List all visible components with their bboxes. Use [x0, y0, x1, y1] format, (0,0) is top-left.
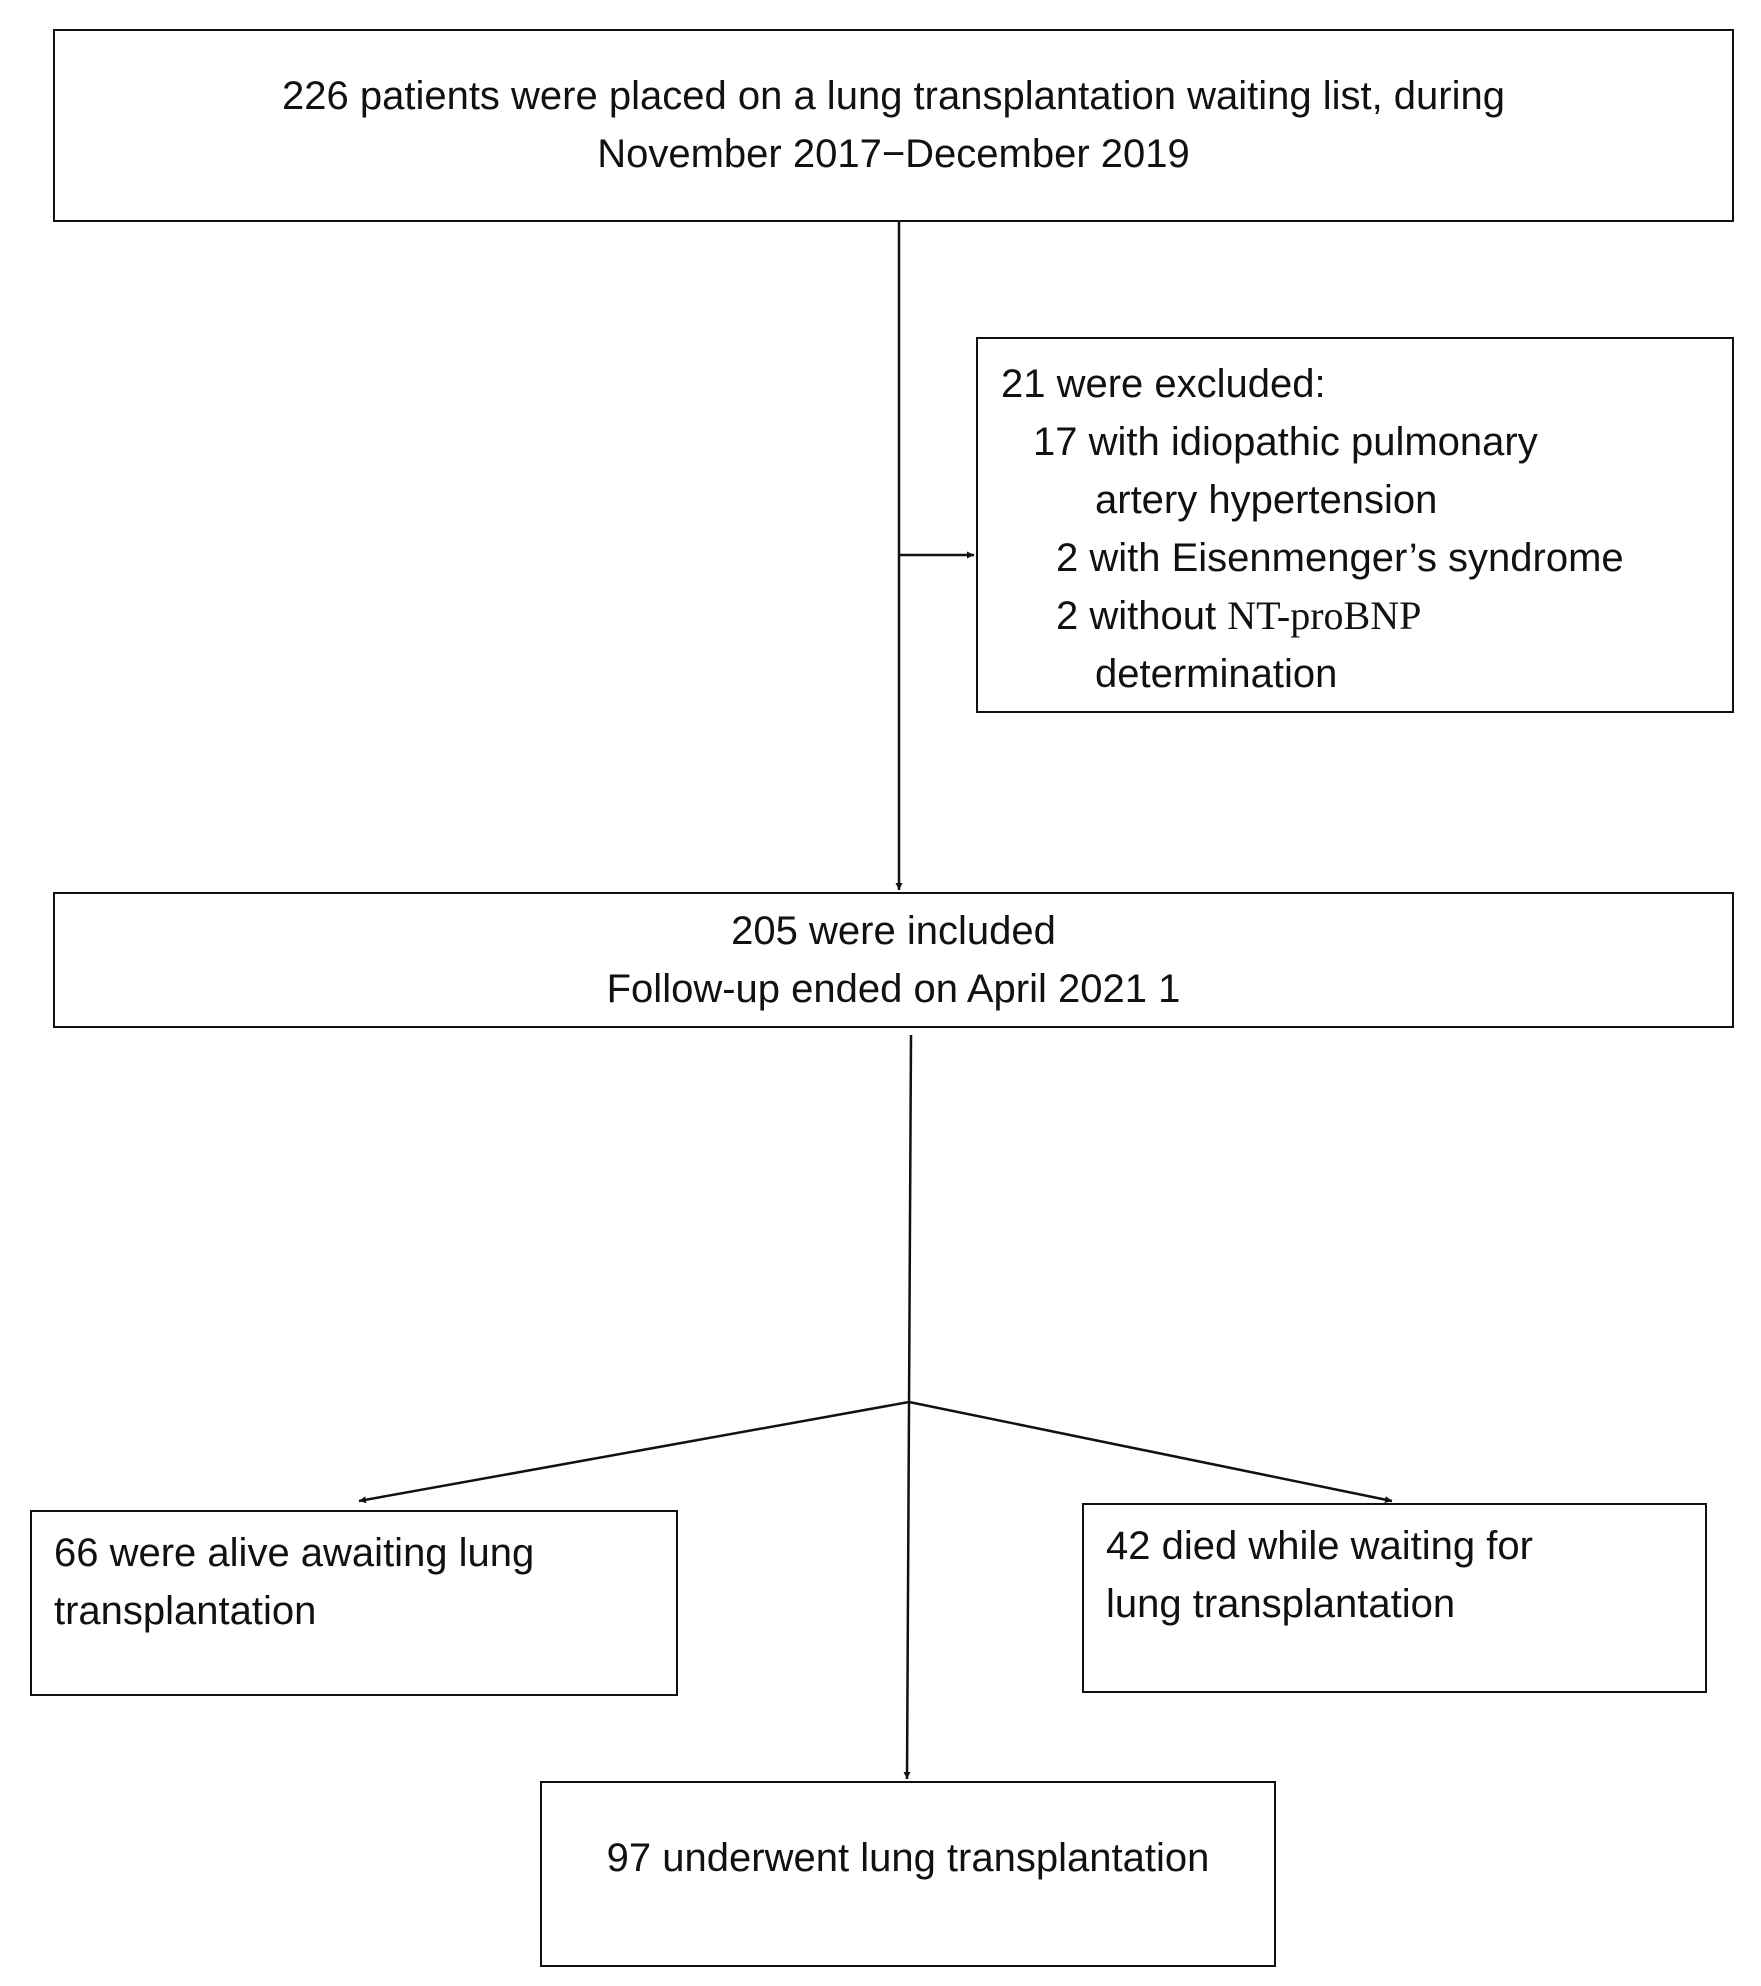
ntprobnp-marker-label: NT-proBNP	[1227, 593, 1422, 638]
excluded-item-no-ntprobnp-continued: determination	[1095, 652, 1338, 696]
excluded-item-eisenmenger: 2 with Eisenmenger’s syndrome	[1056, 536, 1624, 580]
included-text-line1: 205 were included	[731, 909, 1056, 953]
excluded-item-no-ntprobnp-prefix: 2 without	[1056, 594, 1228, 638]
excluded-title: 21 were excluded:	[1001, 362, 1326, 406]
died-text-line1: 42 died while waiting for	[1106, 1524, 1533, 1568]
died-waiting-box: 42 died while waiting for lung transplan…	[1082, 1503, 1707, 1693]
included-text-line2: Follow-up ended on April 2021 1	[606, 967, 1181, 1011]
transplanted-box: 97 underwent lung transplantation	[540, 1781, 1276, 1967]
included-patients-box: 205 were included Follow-up ended on Apr…	[53, 892, 1734, 1028]
alive-awaiting-box: 66 were alive awaiting lung transplantat…	[30, 1510, 678, 1696]
alive-text-line2: transplantation	[54, 1589, 317, 1633]
screened-text-line2: November 2017−December 2019	[597, 132, 1190, 176]
excluded-item-ipah: 17 with idiopathic pulmonary	[1033, 420, 1538, 464]
connector-to-alive	[358, 1400, 910, 1504]
screened-patients-box: 226 patients were placed on a lung trans…	[53, 29, 1734, 222]
excluded-item-ipah-continued: artery hypertension	[1095, 478, 1438, 522]
transplanted-text: 97 underwent lung transplantation	[606, 1836, 1210, 1880]
excluded-item-no-ntprobnp: 2 without NT-proBNP	[978, 587, 1732, 645]
connector-included-to-transplanted	[903, 1034, 913, 1780]
connector-to-died	[908, 1400, 1393, 1504]
alive-text-line1: 66 were alive awaiting lung	[54, 1531, 535, 1575]
screened-text-line1: 226 patients were placed on a lung trans…	[281, 74, 1505, 118]
died-text-line2: lung transplantation	[1106, 1582, 1456, 1626]
excluded-patients-box: 21 were excluded: 17 with idiopathic pul…	[976, 337, 1734, 713]
